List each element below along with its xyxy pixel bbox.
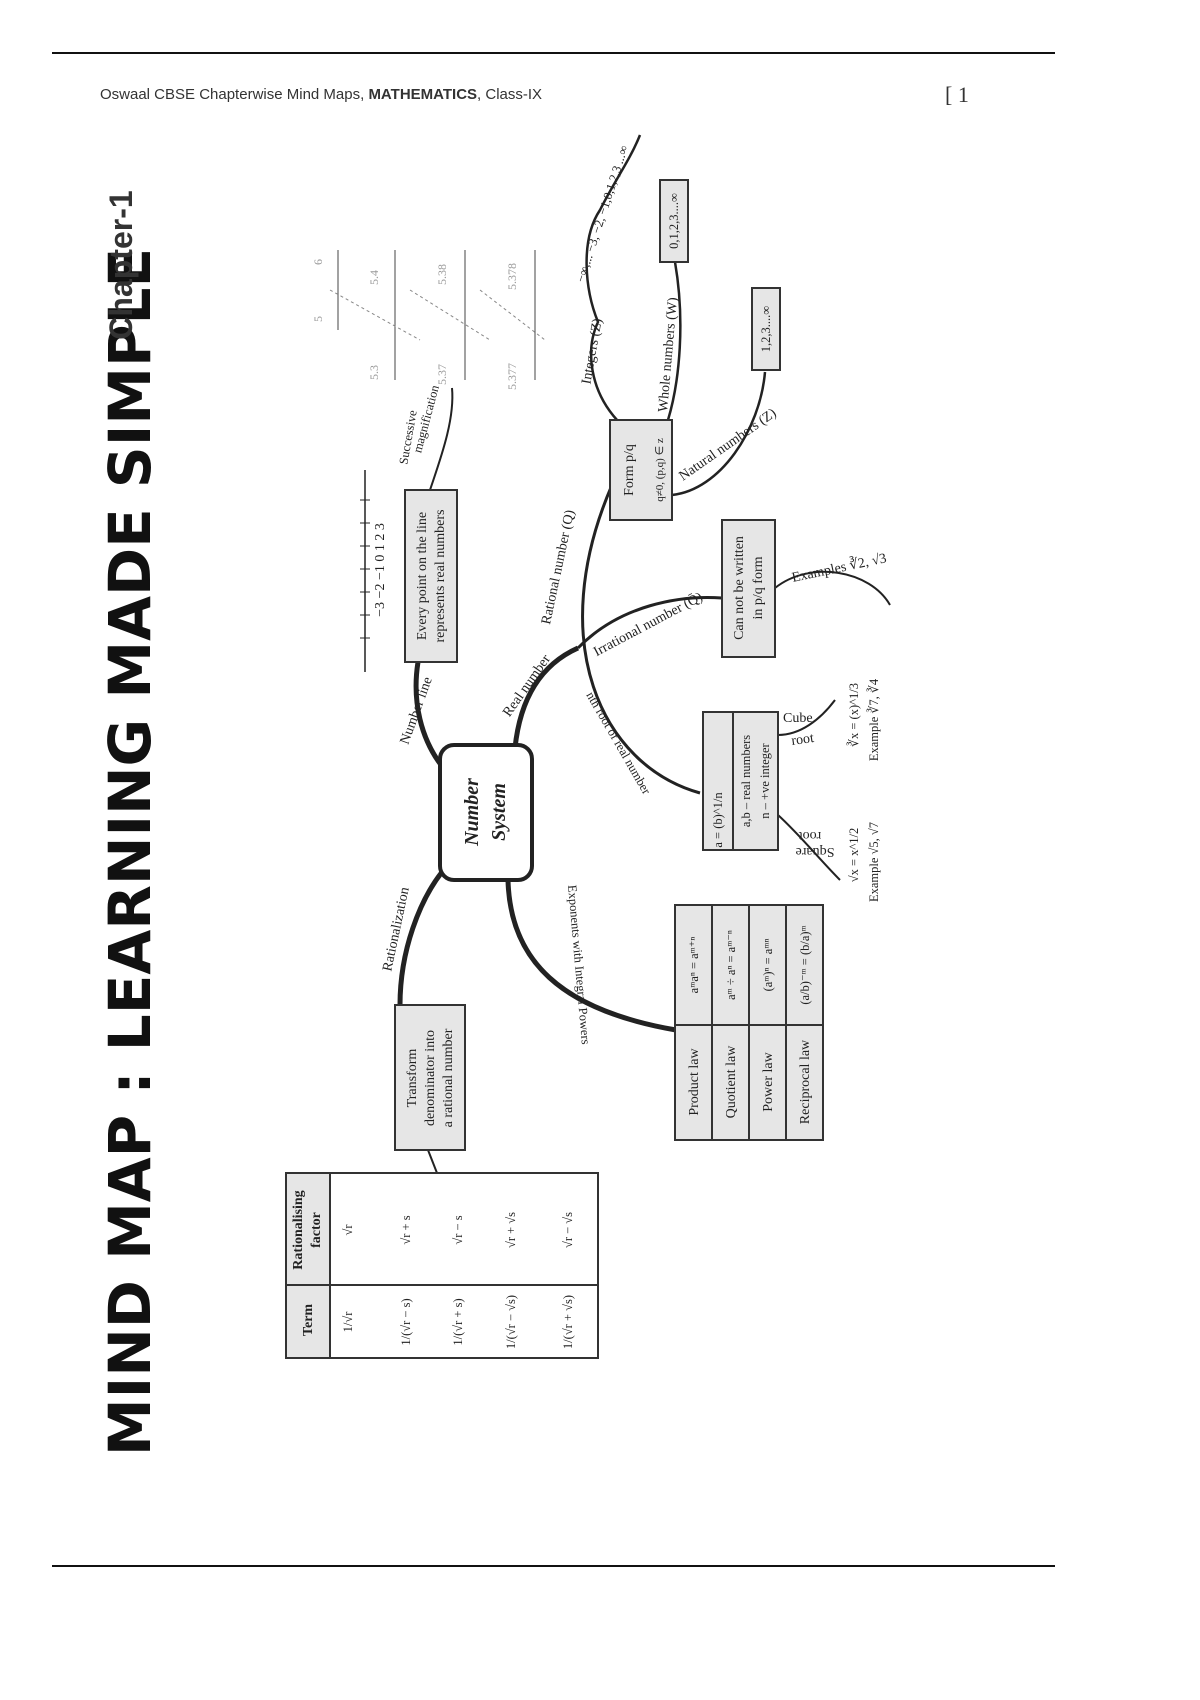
- cube-root-example: Example ∛7, ∛4: [867, 678, 881, 761]
- number-line-box-text: Every point on the line: [415, 512, 430, 640]
- top-rule: [52, 52, 1055, 54]
- irrational-examples: Examples ∛2, √3: [790, 549, 888, 586]
- square-root-label: Square: [796, 844, 835, 859]
- number-line-box: [404, 489, 458, 663]
- cube-root-label: Cube: [783, 711, 813, 726]
- scale-label: 5.4: [367, 270, 381, 285]
- whole-numbers-box: [659, 179, 689, 263]
- square-root-label: root: [799, 828, 822, 843]
- table-header-factor: Rationalising: [291, 1190, 306, 1269]
- header-suffix: , Class-IX: [477, 86, 543, 103]
- rational-form-box: [609, 419, 673, 521]
- nth-root-text: n – +ve integer: [758, 742, 772, 818]
- rational-condition-text: q≠0, (p,q) ∈ z: [654, 438, 666, 502]
- whole-numbers-values: 0,1,2,3....∞: [667, 193, 681, 249]
- scale-label: 5.3: [367, 365, 381, 380]
- bottom-rule: [52, 1565, 1055, 1567]
- number-line-box-text: represents real numbers: [433, 510, 448, 643]
- square-root-example: Example √5, √7: [867, 822, 881, 902]
- table-cell-term: 1/(√r + √s): [561, 1295, 575, 1349]
- transform-text: denominator into: [423, 1030, 438, 1126]
- center-title-2: System: [488, 783, 510, 841]
- law-formula: aᵐaⁿ = aᵐ⁺ⁿ: [687, 937, 701, 994]
- law-name: Product law: [687, 1047, 702, 1115]
- integers-values: −∞,... −3, −2, −1,0,1,2,3 ...∞: [573, 144, 630, 284]
- natural-numbers-box: [751, 287, 781, 371]
- law-formula: aᵐ ÷ aⁿ = aᵐ⁻ⁿ: [724, 930, 738, 1000]
- irrational-box: [721, 519, 776, 658]
- rational-form-text: Form p/q: [622, 444, 637, 496]
- law-name: Quotient law: [724, 1045, 739, 1119]
- law-formula: (a/b)⁻ᵐ = (b/a)ᵐ: [798, 925, 812, 1004]
- table-cell-factor: √r + √s: [504, 1212, 518, 1248]
- page-number: [ 1: [945, 82, 969, 107]
- nth-root-label: nth root of real number: [583, 689, 654, 797]
- rational-number-label: Rational number (Q): [539, 508, 578, 626]
- scale-label: 5.377: [505, 363, 519, 390]
- scale-label: 5: [311, 316, 325, 322]
- square-root-formula: √x = x^1/2: [847, 828, 861, 883]
- nth-root-box: [702, 711, 779, 851]
- transform-box: [394, 1004, 466, 1151]
- scale-label: 5.37: [435, 364, 449, 385]
- cube-root-label: root: [790, 731, 815, 749]
- mind-map-title: MIND MAP : LEARNING MADE SIMPLE: [96, 248, 164, 1456]
- table-header-term: Term: [301, 1304, 316, 1336]
- table-cell-term: 1/(√r − s): [399, 1298, 413, 1345]
- natural-numbers-values: 1,2,3....∞: [759, 306, 773, 353]
- number-line-ticks: [360, 499, 370, 639]
- cube-root-formula: ∛x = (x)^1/3: [847, 683, 861, 747]
- branch-lines: [397, 134, 891, 1174]
- transform-text: Transform: [405, 1049, 420, 1108]
- scale-label: 5.378: [505, 263, 519, 290]
- whole-numbers-label: Whole numbers (W): [656, 296, 681, 412]
- header-subject: MATHEMATICS: [368, 86, 478, 103]
- real-number-label: Real number: [500, 652, 554, 720]
- law-name: Reciprocal law: [798, 1039, 813, 1124]
- law-name: Power law: [761, 1051, 776, 1111]
- nth-root-formula: a = (b)^1/n: [711, 792, 725, 848]
- integers-label: Integers (Z): [579, 317, 605, 385]
- magnification-scales: 5 6 5.3 5.4 5.37 5.38 5.377 5.378: [311, 250, 546, 390]
- center-title-1: Number: [461, 778, 483, 847]
- table-cell-factor: √r − s: [451, 1215, 465, 1244]
- exponent-laws-table: Product law aᵐaⁿ = aᵐ⁺ⁿ Quotient law aᵐ …: [674, 904, 824, 1141]
- table-cell-term: 1/(√r − √s): [504, 1295, 518, 1349]
- natural-numbers-label: Natural numbers (Z): [677, 406, 780, 484]
- law-formula: (aᵐ)ⁿ = aᵐⁿ: [761, 939, 775, 992]
- header-prefix: Oswaal CBSE Chapterwise Mind Maps,: [100, 86, 369, 103]
- irrational-box-text: Can not be written: [732, 536, 747, 640]
- rationalising-table: Term Rationalising factor 1/√r √r 1/(√r …: [285, 1172, 599, 1359]
- scale-label: 5.38: [435, 264, 449, 285]
- center-node: [438, 743, 534, 882]
- running-header: Oswaal CBSE Chapterwise Mind Maps, MATHE…: [100, 86, 542, 103]
- irrational-box-text: in p/q form: [751, 556, 766, 619]
- table-cell-factor: √r: [341, 1224, 355, 1236]
- rationalization-label: Rationalization: [380, 886, 412, 973]
- table-cell-term: 1/(√r + s): [451, 1298, 465, 1345]
- table-cell-factor: √r + s: [399, 1215, 413, 1244]
- nth-root-text: a,b – real numbers: [739, 735, 753, 827]
- chapter-label: Chapter-1: [103, 190, 139, 339]
- transform-text: a rational number: [441, 1028, 456, 1127]
- table-cell-factor: √r − √s: [561, 1212, 575, 1248]
- number-line-tick-labels: −3 −2 −1 0 1 2 3: [373, 523, 388, 617]
- exponents-label: Exponents with Integral Powers: [565, 884, 593, 1045]
- table-cell-term: 1/√r: [341, 1311, 355, 1333]
- scale-label: 6: [311, 259, 325, 265]
- table-header-factor: factor: [309, 1212, 324, 1248]
